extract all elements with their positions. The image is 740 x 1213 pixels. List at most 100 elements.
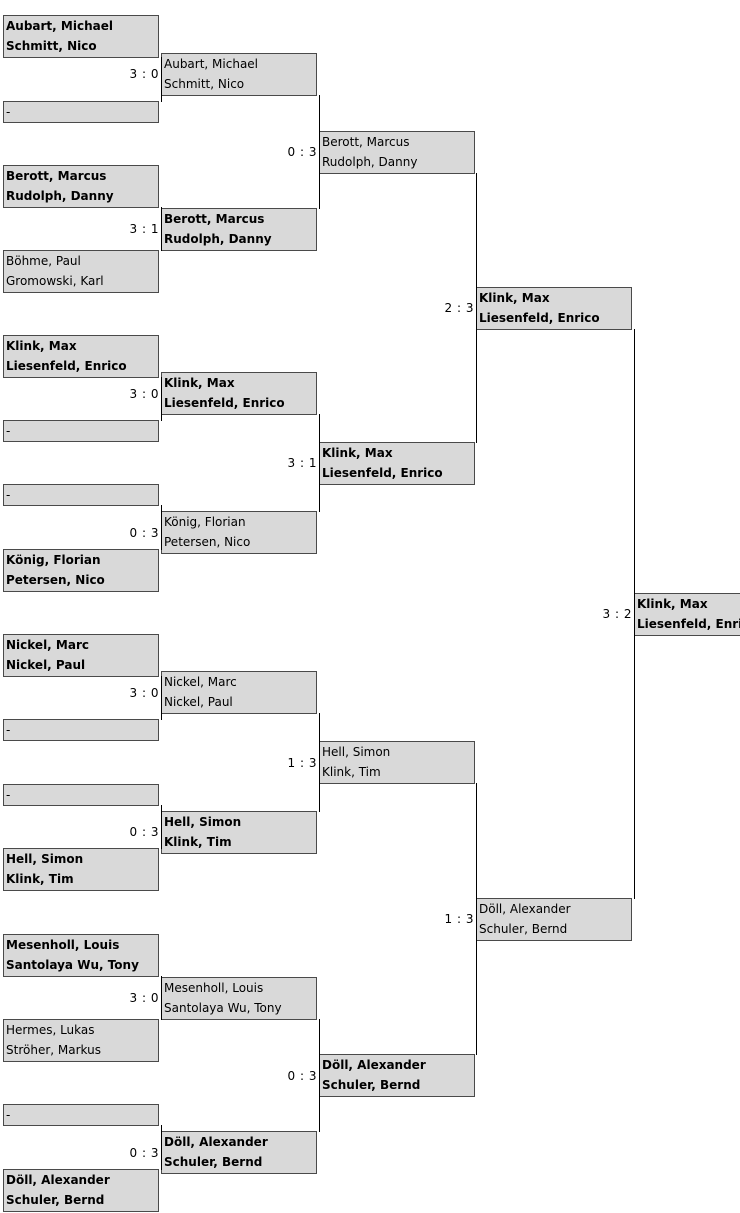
player-name: Liesenfeld, Enrico <box>322 466 443 480</box>
player-name: Liesenfeld, Enrico <box>6 359 127 373</box>
match-score: 0 : 3 <box>287 145 317 159</box>
team-box-r1-6: - <box>3 420 159 442</box>
match-score: 3 : 1 <box>129 222 159 236</box>
bracket-connector <box>158 377 162 421</box>
player-name: Nickel, Paul <box>6 658 86 672</box>
player-name: Mesenholl, Louis <box>6 938 120 952</box>
player-name: Santolaya Wu, Tony <box>164 1001 282 1015</box>
match-score: 3 : 2 <box>602 607 632 621</box>
match-score: 0 : 3 <box>129 1146 159 1160</box>
player-name: Klink, Tim <box>6 872 74 886</box>
player-name: Klink, Max <box>6 339 77 353</box>
player-name: Ströher, Markus <box>6 1043 101 1057</box>
player-name: Schmitt, Nico <box>164 77 245 91</box>
player-name: Klink, Max <box>322 446 393 460</box>
player-name: Berott, Marcus <box>164 212 265 226</box>
player-name: König, Florian <box>6 553 101 567</box>
player-name: Berott, Marcus <box>322 135 410 149</box>
player-name: Klink, Max <box>164 376 235 390</box>
match-score: 3 : 1 <box>287 456 317 470</box>
player-name: Hell, Simon <box>322 745 391 759</box>
bracket-connector <box>474 783 477 1055</box>
bracket-connector <box>158 676 162 720</box>
player-name: Schmitt, Nico <box>6 39 97 53</box>
player-name: Aubart, Michael <box>164 57 259 71</box>
bracket-connector <box>158 976 162 1020</box>
player-name: - <box>6 488 11 502</box>
player-name: Aubart, Michael <box>6 19 113 33</box>
bracket-connector <box>316 1019 320 1132</box>
player-name: Nickel, Paul <box>164 695 233 709</box>
match-score: 0 : 3 <box>287 1069 317 1083</box>
player-name: Petersen, Nico <box>6 573 105 587</box>
player-name: Hell, Simon <box>164 815 242 829</box>
bracket-connector <box>474 173 477 443</box>
bracket-connector <box>158 505 162 550</box>
bracket-connector <box>158 805 162 849</box>
player-name: - <box>6 723 11 737</box>
team-box-r1-10: - <box>3 719 159 741</box>
match-score: 0 : 3 <box>129 825 159 839</box>
player-name: - <box>6 424 11 438</box>
bracket-connector <box>158 207 162 251</box>
player-name: König, Florian <box>164 515 246 529</box>
match-score: 1 : 3 <box>444 912 474 926</box>
player-name: Liesenfeld, Enrico <box>479 311 600 325</box>
team-box-r1-15: - <box>3 1104 159 1126</box>
bracket-connector <box>158 1125 162 1170</box>
bracket-connector <box>158 57 162 102</box>
bracket-connector <box>631 329 635 899</box>
bracket-connector <box>316 713 320 812</box>
player-name: Klink, Tim <box>322 765 381 779</box>
team-box-r1-2: - <box>3 101 159 123</box>
player-name: Petersen, Nico <box>164 535 251 549</box>
player-name: Rudolph, Danny <box>322 155 418 169</box>
player-name: Schuler, Bernd <box>322 1078 421 1092</box>
player-name: Klink, Max <box>479 291 550 305</box>
team-box-r1-11: - <box>3 784 159 806</box>
player-name: Rudolph, Danny <box>164 232 272 246</box>
bracket-connector <box>316 95 320 209</box>
player-name: Santolaya Wu, Tony <box>6 958 139 972</box>
player-name: Rudolph, Danny <box>6 189 114 203</box>
player-name: Nickel, Marc <box>164 675 237 689</box>
player-name: Döll, Alexander <box>479 902 571 916</box>
player-name: Schuler, Bernd <box>6 1193 105 1207</box>
match-score: 3 : 0 <box>129 387 159 401</box>
player-name: Hermes, Lukas <box>6 1023 95 1037</box>
player-name: Döll, Alexander <box>164 1135 268 1149</box>
match-score: 1 : 3 <box>287 756 317 770</box>
player-name: Döll, Alexander <box>6 1173 110 1187</box>
match-score: 0 : 3 <box>129 526 159 540</box>
player-name: - <box>6 788 11 802</box>
team-box-r1-7: - <box>3 484 159 506</box>
player-name: Hell, Simon <box>6 852 84 866</box>
player-name: Döll, Alexander <box>322 1058 426 1072</box>
player-name: Berott, Marcus <box>6 169 107 183</box>
match-score: 2 : 3 <box>444 301 474 315</box>
player-name: Liesenfeld, Enrico <box>164 396 285 410</box>
